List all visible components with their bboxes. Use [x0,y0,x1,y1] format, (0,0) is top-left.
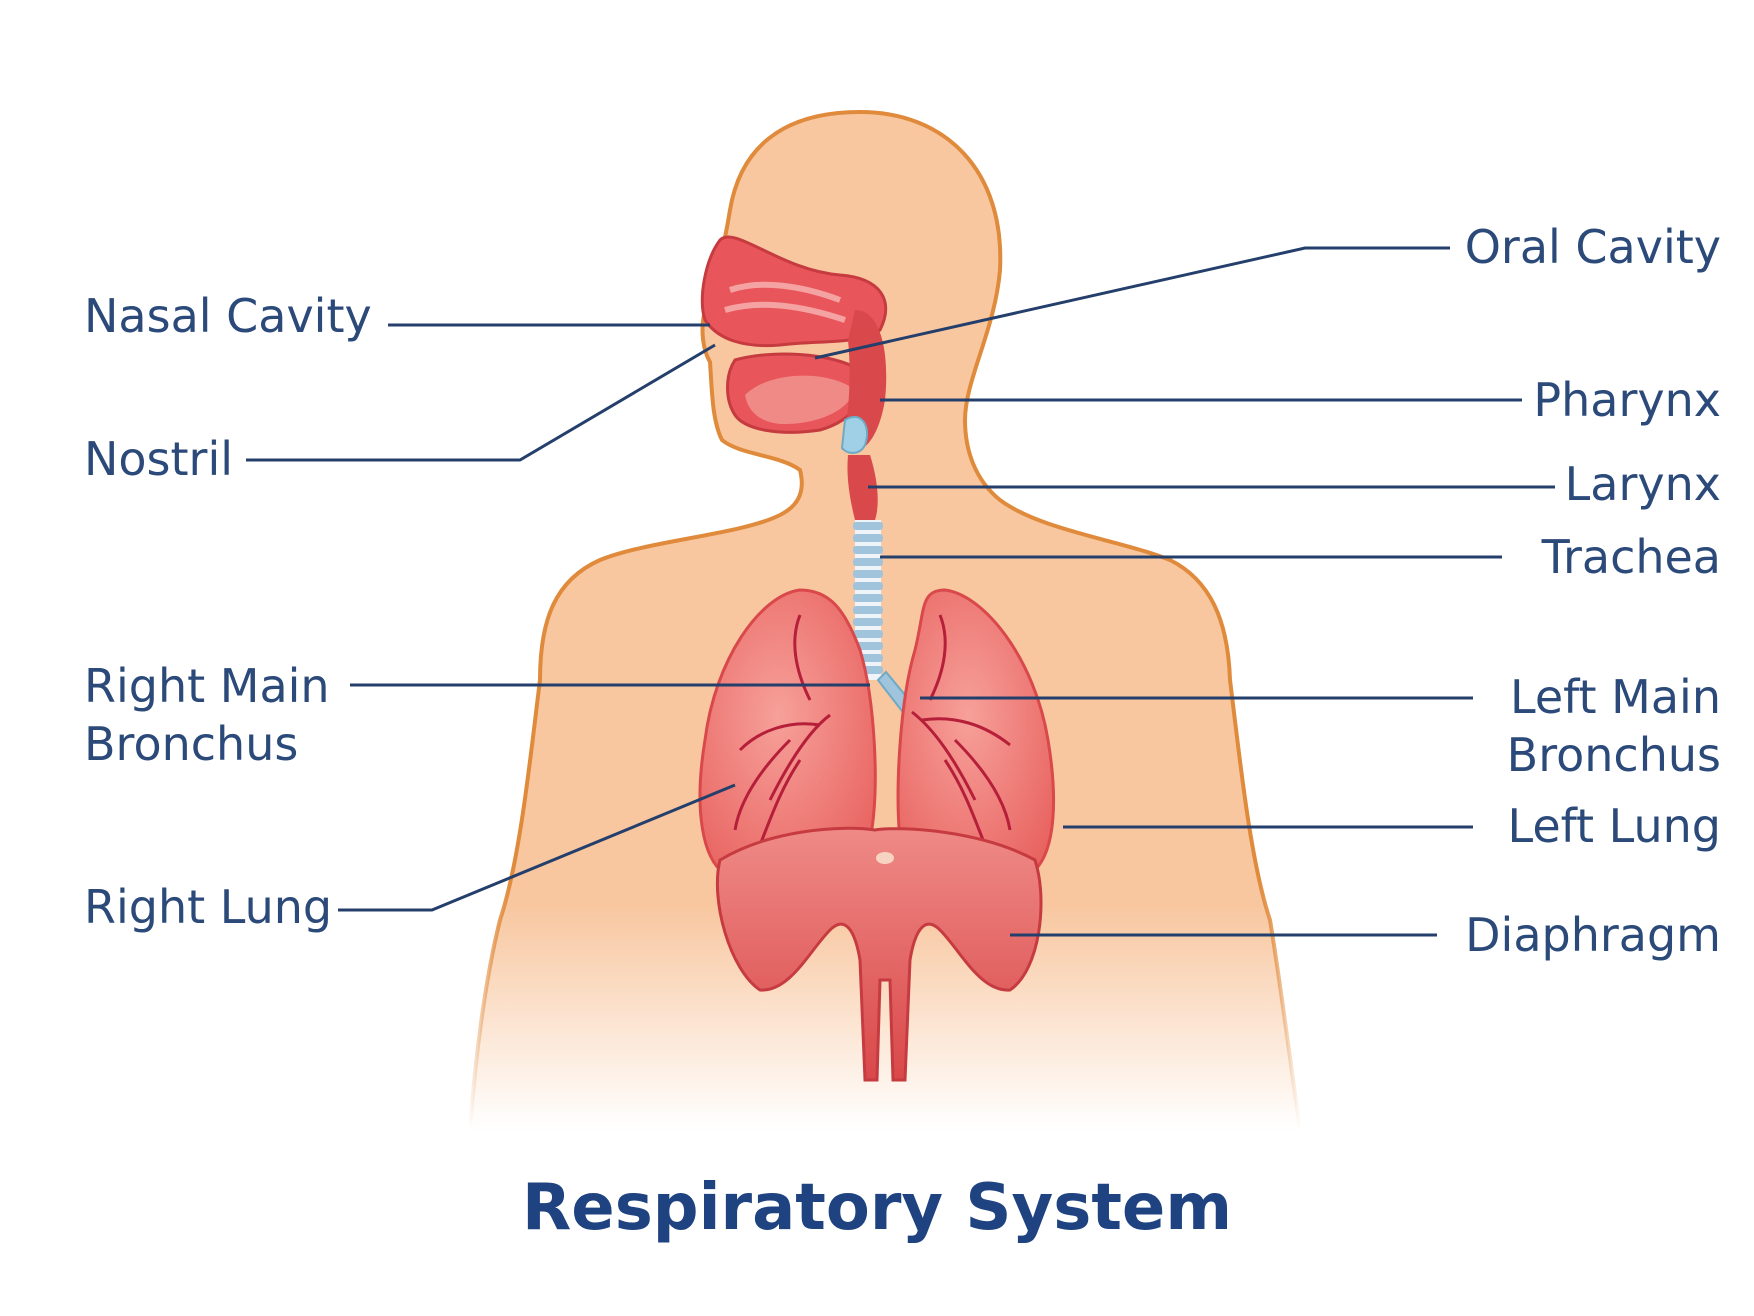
trachea-ring [853,558,883,566]
label-oral-cavity: Oral Cavity [1464,220,1721,274]
tongue-shape [745,375,855,425]
trachea-ring [853,534,883,542]
label-left-main-bronchus-line1: Left Main [1510,670,1721,724]
label-right-main-bronchus-line2: Bronchus [84,717,299,771]
trachea-ring [853,594,883,602]
label-nostril: Nostril [84,432,234,486]
leader-lines [246,246,1555,937]
bronchiole-branch [768,713,831,801]
label-right-main-bronchus-line1: Right Main [84,659,330,713]
leader-oral-cavity [814,246,1450,360]
bronchiole-branch [928,614,947,701]
trachea-ring [853,570,883,578]
diaphragm-shape [715,826,1043,1082]
leader-right-lung [338,783,736,912]
bronchiole-branch [733,738,792,831]
bronchiole-branch [738,722,821,752]
epiglottis-shape [840,415,868,454]
bronchiole-branch [953,738,1012,831]
nasal-turbinates [724,281,846,323]
label-pharynx: Pharynx [1533,373,1721,427]
label-trachea: Trachea [1541,530,1721,584]
diaphragm-illustration [715,826,1043,1082]
larynx-shape [847,455,878,520]
trachea-ring [853,606,883,614]
human-torso-illustration [467,109,1303,1132]
bronchiole-branch [793,614,812,701]
bronchiole-branch [758,759,802,846]
leader-nostril [246,343,716,462]
bronchiole-branch [921,717,1011,747]
bronchiole-branch [943,759,987,846]
label-nasal-cavity: Nasal Cavity [84,289,372,343]
label-diaphragm: Diaphragm [1465,908,1721,962]
trachea-ring [853,630,883,638]
bronchial-tree [733,614,1012,846]
bronchiole-branch [911,710,977,801]
trachea-ring [853,618,883,626]
label-left-main-bronchus-line2: Bronchus [1506,728,1721,782]
diagram-title: Respiratory System [522,1171,1232,1245]
diaphragm-opening [876,852,894,864]
label-larynx: Larynx [1564,457,1721,511]
trachea-ring [853,546,883,554]
label-left-lung: Left Lung [1507,799,1722,853]
trachea-ring [853,582,883,590]
label-right-lung: Right Lung [84,880,333,934]
trachea-ring [853,522,883,530]
body-silhouette [467,109,1303,1132]
lungs-illustration [698,588,1056,872]
head-airway-illustration [700,235,888,454]
